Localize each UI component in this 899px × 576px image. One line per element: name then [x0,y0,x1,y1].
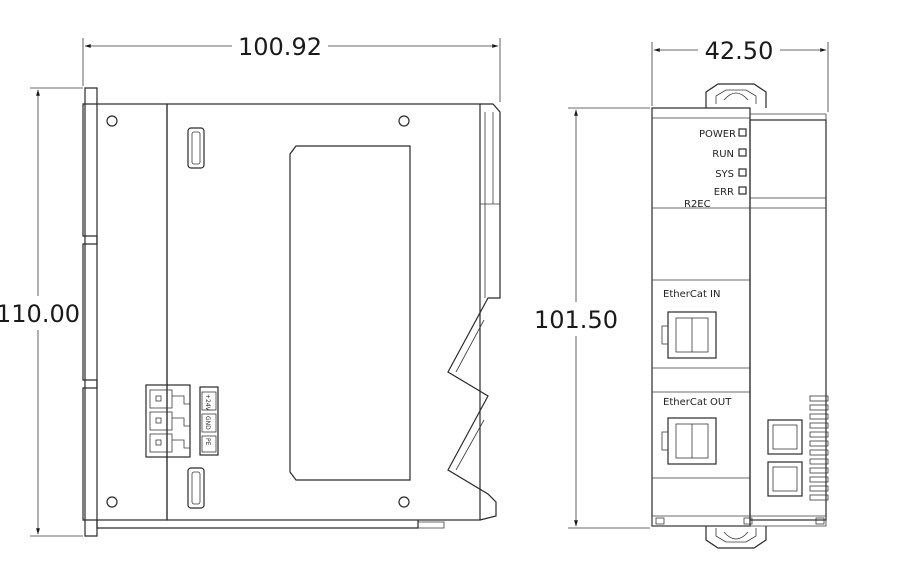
terminal-label-24v: +24V [204,394,211,412]
mount-screw-hole [398,115,410,127]
ethercat-out-label: EtherCat OUT [663,397,732,408]
mount-screw-hole [398,496,410,508]
side-module [749,119,827,521]
terminal-label-gnd: GND [204,416,211,430]
dim-label-side-width: 42.50 [705,37,774,65]
model-label: R2EC [684,199,711,210]
side-view: +24V GND PE 100.92 110.00 [0,30,501,537]
power-terminal-block: +24V GND PE [145,384,219,458]
top-clip [705,83,767,108]
side-vents [809,395,829,501]
label-window [289,145,411,481]
housing-body [96,103,168,521]
mount-screw-hole [106,115,118,127]
dim-label-height: 110.00 [0,300,80,328]
latch-slot-top [187,127,205,169]
led-label-power: POWER [699,129,736,140]
latch-slot-bottom [187,467,205,509]
led-label-err: ERR [714,187,734,198]
bottom-clip [705,526,767,549]
mount-screw-hole [106,496,118,508]
side-square-button [767,419,803,455]
ethercat-in-label: EtherCat IN [663,289,720,300]
side-square-button [767,461,803,497]
housing-right-profile [447,103,501,521]
din-clip-outline [82,87,98,537]
led-err [738,186,747,195]
housing-foot [96,520,419,529]
led-power [738,128,747,137]
dim-label-width: 100.92 [238,33,322,61]
led-sys [738,168,747,177]
led-run [738,148,747,157]
dim-label-side-height: 101.50 [534,306,618,334]
front-housing [651,107,751,527]
led-label-run: RUN [712,149,734,160]
terminal-label-pe: PE [204,438,211,446]
led-label-sys: SYS [715,169,734,180]
front-view: POWER RUN SYS ERR R2EC EtherCat IN Ether… [533,34,829,549]
housing-front [166,103,481,521]
